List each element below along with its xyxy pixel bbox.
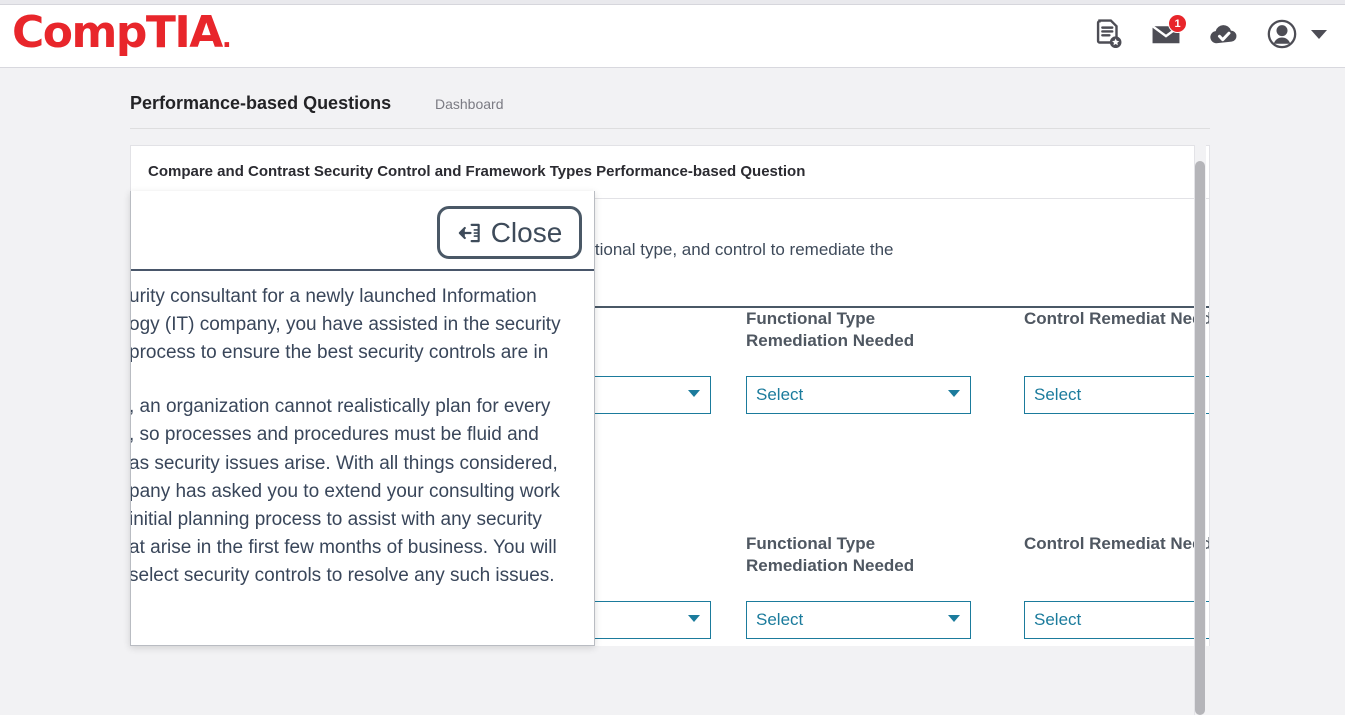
select-functional-type-2-value: Select [756, 610, 804, 629]
column-header-functional-type-2: Functional Type Remediation Needed [746, 534, 915, 576]
chevron-down-icon[interactable] [1311, 29, 1327, 39]
select-control-remediation-2-value: Select [1034, 610, 1082, 629]
close-button-label: Close [490, 216, 563, 248]
header-icon-group: 1 [1091, 14, 1327, 51]
question-card-header: Compare and Contrast Security Control an… [131, 146, 1209, 199]
column-header-functional-type-1: Functional Type Remediation Needed [746, 309, 915, 351]
comptia-logo[interactable]: CompTIA. [12, 10, 232, 56]
site-header: CompTIA. 1 [0, 5, 1345, 68]
column-header-control-remediation-2: Control Remediat Needed [1024, 534, 1209, 553]
comptia-logo-text: CompTIA [12, 7, 223, 58]
close-button[interactable]: Close [437, 206, 582, 259]
column-header-control-remediation-1: Control Remediat Needed [1024, 309, 1209, 328]
chevron-down-icon [688, 615, 700, 622]
scenario-paragraph-1: urity consultant for a newly launched In… [130, 286, 561, 364]
chevron-down-icon [948, 390, 960, 397]
envelope-badge-count: 1 [1168, 14, 1187, 33]
breadcrumb-dashboard-link[interactable]: Dashboard [435, 96, 504, 112]
select-control-remediation-2[interactable]: Select [1024, 601, 1209, 639]
scenario-modal-body: urity consultant for a newly launched In… [130, 283, 594, 616]
scenario-paragraph-2: , an organization cannot realistically p… [130, 396, 560, 586]
select-functional-type-2[interactable]: Select [746, 601, 971, 639]
select-functional-type-1[interactable]: Select [746, 376, 971, 414]
page-title: Performance-based Questions [130, 93, 392, 113]
back-arrow-box-icon [458, 223, 480, 242]
vertical-scrollbar-thumb[interactable] [1195, 161, 1205, 715]
chevron-down-icon [948, 615, 960, 622]
cloud-check-icon[interactable] [1207, 17, 1241, 51]
scenario-modal-rule [131, 269, 594, 271]
page-titlebar: Performance-based Questions Dashboard [130, 81, 1210, 129]
select-control-remediation-1[interactable]: Select [1024, 376, 1209, 414]
chevron-down-icon [688, 390, 700, 397]
comptia-logo-mark: . [221, 24, 232, 54]
select-control-remediation-1-value: Select [1034, 385, 1082, 404]
select-functional-type-1-value: Select [756, 385, 804, 404]
envelope-icon[interactable]: 1 [1149, 14, 1187, 51]
question-card-title: Compare and Contrast Security Control an… [148, 163, 806, 180]
document-star-icon[interactable] [1091, 17, 1125, 51]
scenario-modal: ario Close urity consultant for a newly … [130, 191, 595, 646]
browser-top-strip [0, 0, 1345, 5]
user-avatar-icon[interactable] [1265, 17, 1299, 51]
